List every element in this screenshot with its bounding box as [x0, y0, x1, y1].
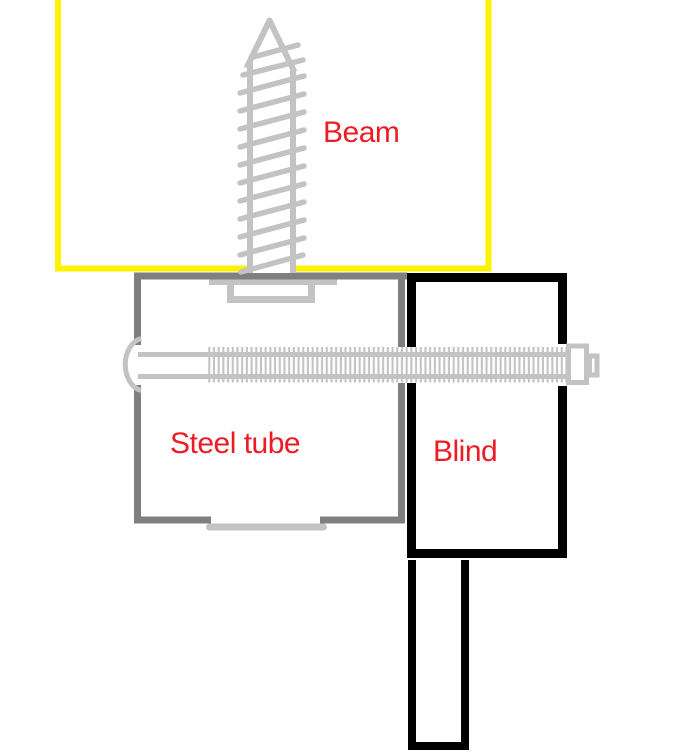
screw-seat — [209, 277, 337, 303]
wood-screw — [237, 17, 307, 275]
steel-tube-label: Steel tube — [170, 427, 300, 460]
bolt-nut — [566, 343, 589, 385]
bolt-end-stub — [587, 353, 600, 378]
beam-label: Beam — [323, 116, 399, 149]
bolt-thread-hatch — [207, 347, 568, 383]
blind-label: Blind — [433, 435, 497, 468]
steel-tube-outline — [134, 272, 407, 524]
washer-plate — [209, 277, 337, 285]
screw-head-bracket — [227, 284, 315, 303]
blind-outline — [407, 273, 567, 750]
bolt-head-dome — [122, 336, 142, 393]
threaded-bolt — [122, 336, 600, 393]
screw-threads — [237, 42, 307, 275]
tube-foot-plate — [206, 523, 327, 531]
blind-box — [407, 273, 567, 558]
screw-tip — [243, 17, 298, 74]
blind-bottom-extension — [408, 560, 469, 750]
